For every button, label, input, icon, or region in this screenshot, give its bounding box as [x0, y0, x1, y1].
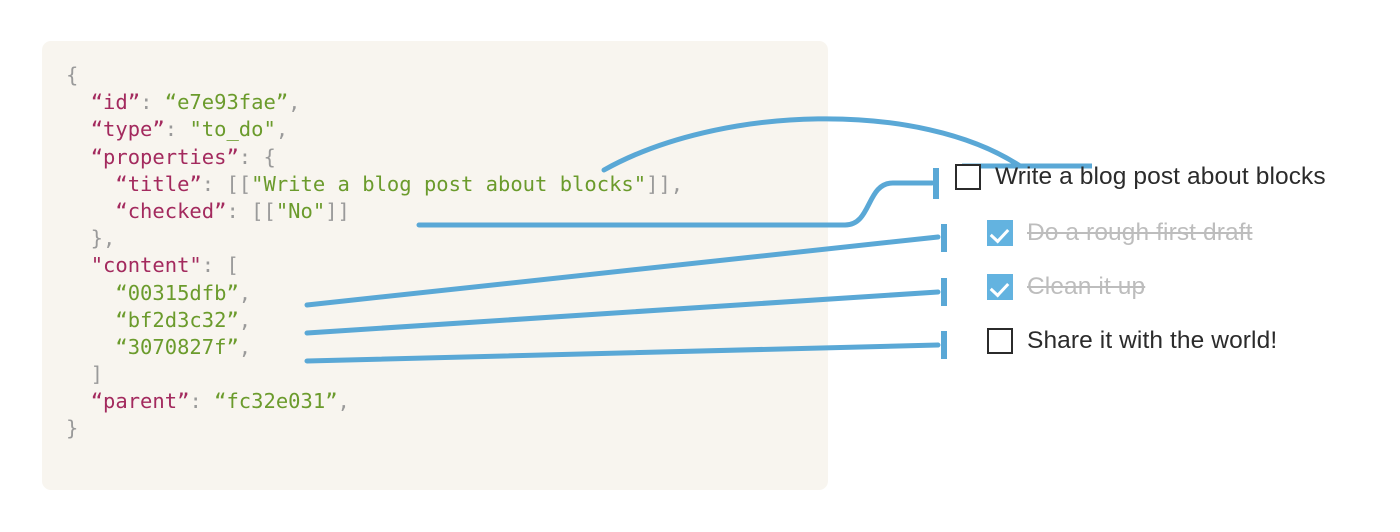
code-token-key: “parent” — [90, 389, 190, 414]
checkbox-unchecked-icon[interactable] — [987, 328, 1013, 354]
code-token-pun — [66, 199, 115, 223]
todo-item-1[interactable]: Do a rough first draft — [987, 216, 1253, 250]
code-line-11: ] — [66, 361, 683, 388]
todo-item-3[interactable]: Share it with the world! — [987, 324, 1277, 358]
code-token-pun: : — [189, 389, 215, 414]
code-token-str: “fc32e031” — [214, 389, 338, 414]
code-token-str: “3070827f” — [115, 334, 239, 359]
code-token-pun — [66, 389, 91, 413]
code-token-key: “title” — [115, 171, 202, 196]
code-line-3: “properties”: { — [66, 144, 683, 171]
checkbox-unchecked-icon[interactable] — [955, 164, 981, 190]
code-token-pun: : { — [238, 144, 276, 169]
code-token-pun: }, — [66, 226, 116, 251]
code-line-1: “id”: “e7e93fae”, — [66, 89, 683, 116]
code-line-2: “type”: "to_do", — [66, 116, 683, 143]
code-token-str: “bf2d3c32” — [115, 307, 239, 332]
todo-label-3: Share it with the world! — [1027, 327, 1278, 354]
code-token-pun — [66, 117, 91, 141]
code-token-pun: ] — [66, 362, 104, 387]
code-line-4: “title”: [["Write a blog post about bloc… — [66, 171, 683, 198]
code-token-pun — [66, 253, 91, 277]
checkbox-checked-icon[interactable] — [987, 274, 1013, 300]
code-token-key: “properties” — [90, 144, 239, 169]
code-line-9: “bf2d3c32”, — [66, 307, 683, 334]
code-token-key: “checked” — [115, 198, 227, 223]
code-token-str: "Write a blog post about blocks" — [251, 171, 647, 196]
todo-label-0: Write a blog post about blocks — [995, 163, 1326, 190]
code-token-pun — [66, 172, 115, 196]
code-token-pun — [66, 308, 115, 332]
code-token-pun: : [[ — [201, 171, 252, 196]
checkbox-checked-icon[interactable] — [987, 220, 1013, 246]
code-token-pun: , — [238, 334, 252, 359]
code-token-pun: : — [140, 90, 165, 115]
code-token-key: "content" — [90, 253, 202, 278]
code-line-12: “parent”: “fc32e031”, — [66, 388, 683, 415]
todo-label-1: Do a rough first draft — [1027, 219, 1253, 246]
code-token-pun: : — [164, 117, 190, 142]
todo-item-0[interactable]: Write a blog post about blocks — [955, 160, 1326, 194]
todo-item-2[interactable]: Clean it up — [987, 270, 1145, 304]
code-token-pun: ]], — [646, 171, 684, 196]
code-token-pun: , — [275, 117, 289, 142]
code-token-pun — [66, 90, 91, 114]
code-token-pun: : [[ — [226, 198, 276, 223]
code-token-pun: { — [66, 63, 79, 87]
code-token-pun: , — [288, 90, 301, 115]
code-line-8: “00315dfb”, — [66, 280, 683, 307]
code-token-str: "to_do" — [189, 117, 276, 142]
code-token-pun: } — [66, 416, 79, 441]
code-line-0: { — [66, 62, 683, 89]
code-token-str: “e7e93fae” — [164, 90, 289, 115]
code-line-7: "content": [ — [66, 252, 683, 279]
code-token-str: "No" — [275, 198, 326, 223]
code-token-pun: : [ — [201, 253, 239, 278]
code-line-13: } — [66, 415, 683, 442]
code-token-key: “type” — [90, 117, 165, 142]
code-token-str: “00315dfb” — [115, 280, 239, 305]
code-token-pun: , — [238, 280, 252, 305]
code-token-pun: ]] — [325, 198, 350, 223]
todo-label-2: Clean it up — [1027, 273, 1146, 300]
code-token-pun — [66, 145, 91, 169]
code-token-pun — [66, 281, 115, 305]
code-line-5: “checked”: [["No"]] — [66, 198, 683, 225]
json-code-panel: { “id”: “e7e93fae”, “type”: "to_do", “pr… — [42, 41, 828, 490]
json-code-block: { “id”: “e7e93fae”, “type”: "to_do", “pr… — [66, 62, 683, 443]
code-token-pun: , — [238, 307, 252, 332]
code-line-10: “3070827f”, — [66, 334, 683, 361]
code-token-pun — [66, 335, 115, 359]
code-line-6: }, — [66, 225, 683, 252]
code-token-pun: , — [337, 389, 350, 414]
code-token-key: “id” — [90, 90, 141, 115]
